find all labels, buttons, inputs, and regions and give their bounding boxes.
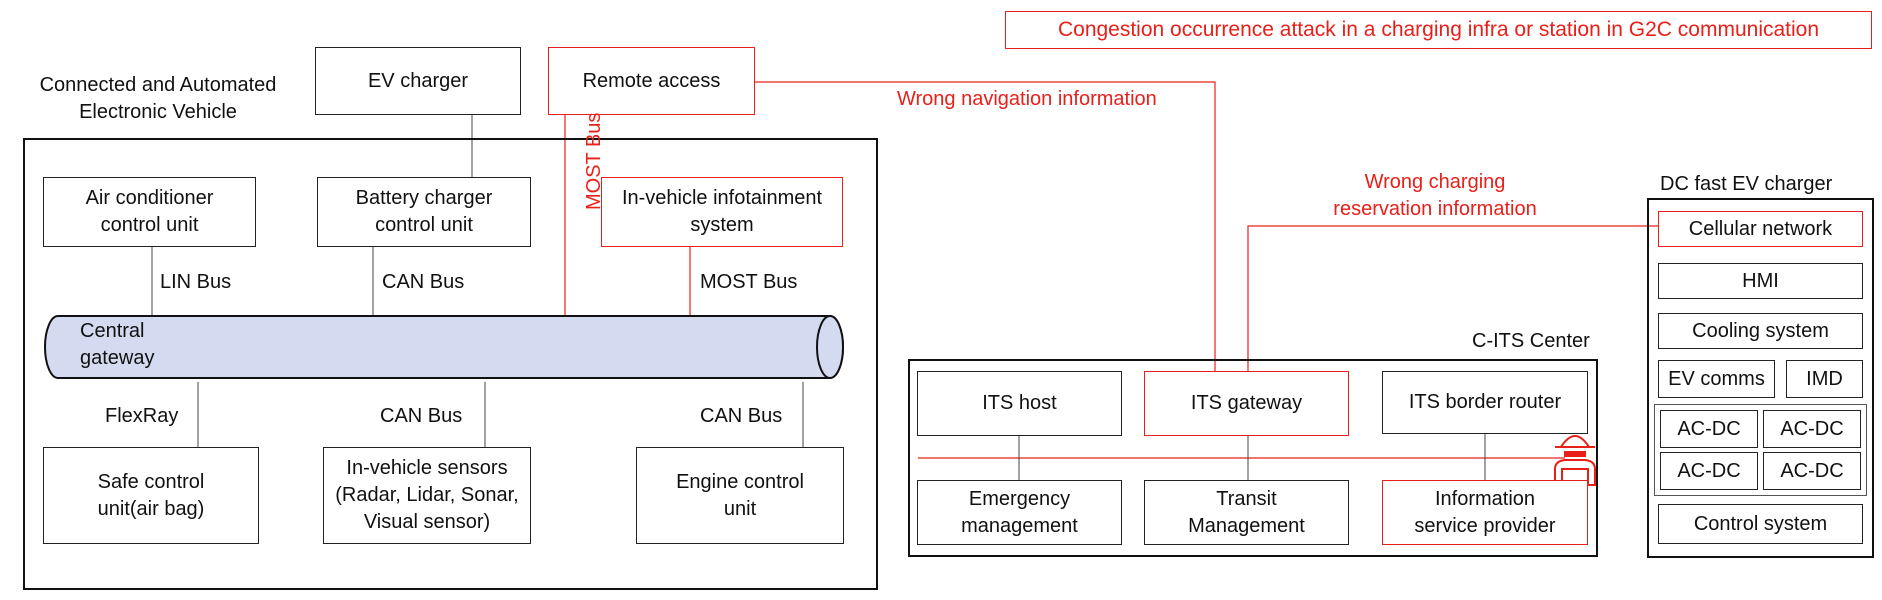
remote-to-gateway-line — [755, 81, 1216, 371]
vehicle-frame — [23, 138, 878, 590]
battery-charger-box: Battery charger control unit — [317, 177, 531, 247]
central-gateway-label: Central gateway — [80, 320, 155, 369]
its-host-box: ITS host — [917, 371, 1122, 436]
lin-bus-label: LIN Bus — [160, 271, 232, 293]
attack-banner: Congestion occurrence attack in a chargi… — [1005, 11, 1872, 49]
sensors-box: In-vehicle sensors (Radar, Lidar, Sonar,… — [323, 447, 531, 544]
emergency-box: Emergency management — [917, 480, 1122, 545]
infotainment-box: In-vehicle infotainment system — [601, 177, 843, 247]
cooling-box: Cooling system — [1658, 313, 1863, 349]
imd-box: IMD — [1786, 360, 1863, 398]
hmi-box: HMI — [1658, 263, 1863, 299]
its-gateway-box: ITS gateway — [1144, 371, 1349, 436]
acdc-group — [1654, 404, 1867, 496]
control-system-box: Control system — [1658, 504, 1863, 544]
info-service-box: Information service provider — [1382, 480, 1588, 545]
gateway-to-cellular-line — [1247, 225, 1658, 371]
safe-control-box: Safe control unit(air bag) — [43, 447, 259, 544]
acdc-box-3: AC-DC — [1660, 452, 1758, 490]
c-its-title: C-ITS Center — [1472, 330, 1590, 352]
vehicle-title: Connected and Automated Electronic Vehic… — [39, 74, 277, 123]
transit-box: Transit Management — [1144, 480, 1349, 545]
wrong-charging-label: Wrong charging reservation information — [1333, 171, 1537, 220]
central-gateway-cylinder — [44, 315, 844, 379]
acdc-box-4: AC-DC — [1763, 452, 1861, 490]
dc-charger-title: DC fast EV charger — [1660, 173, 1833, 195]
ev-charger-box: EV charger — [315, 47, 521, 115]
c-its-frame — [908, 359, 1598, 557]
ev-comms-box: EV comms — [1658, 360, 1775, 398]
most-bus-vertical-label: MOST Bus — [583, 112, 605, 210]
can-bus-top-label: CAN Bus — [382, 271, 465, 293]
flexray-label: FlexRay — [105, 405, 179, 427]
can-bus-right-label: CAN Bus — [700, 405, 783, 427]
hacker-icon — [1554, 435, 1596, 495]
wrong-navigation-label: Wrong navigation information — [897, 88, 1157, 110]
acdc-box-1: AC-DC — [1660, 410, 1758, 448]
engine-control-box: Engine control unit — [636, 447, 844, 544]
can-bus-mid-label: CAN Bus — [380, 405, 463, 427]
acdc-box-2: AC-DC — [1763, 410, 1861, 448]
dc-charger-frame — [1647, 198, 1874, 558]
its-border-router-box: ITS border router — [1382, 371, 1588, 434]
most-bus-right-label: MOST Bus — [700, 271, 798, 293]
cellular-box: Cellular network — [1658, 211, 1863, 247]
remote-access-box: Remote access — [548, 47, 755, 115]
air-conditioner-box: Air conditioner control unit — [43, 177, 256, 247]
